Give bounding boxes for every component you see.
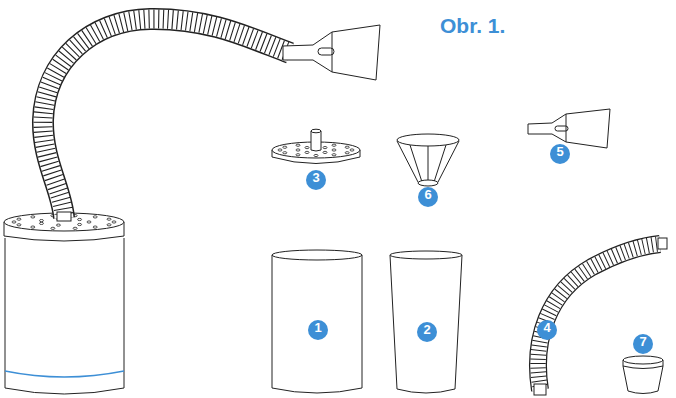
vent-hole: [93, 226, 97, 228]
basket-part: [397, 134, 459, 186]
callout-circle: [633, 334, 653, 354]
callout-number: 4: [537, 320, 557, 340]
vent-hole: [314, 154, 318, 156]
assembled-container-shape: [5, 371, 124, 377]
vent-hole: [78, 223, 82, 225]
lid-part-shape: [311, 129, 321, 133]
vent-hole: [332, 144, 336, 146]
callout-circle: [306, 170, 326, 190]
cylinder-part: [272, 250, 362, 393]
vent-hole: [51, 227, 55, 229]
vent-hole: [107, 218, 111, 220]
vent-hole: [296, 154, 300, 156]
tapered-cup-part-shape: [390, 251, 462, 259]
assembled-hose-shape: [43, 19, 290, 218]
vent-hole: [350, 149, 354, 151]
small-cup-part-shape: [623, 366, 663, 369]
callout-circle: [308, 320, 328, 340]
lid-part-shape: [311, 131, 321, 151]
callout-circle: [550, 144, 570, 164]
tapered-cup-part: [390, 251, 462, 393]
mouthpiece-part-shape: [528, 109, 610, 148]
cylinder-part-shape: [272, 255, 362, 393]
vent-hole: [31, 226, 35, 228]
vent-hole: [323, 151, 327, 153]
callout-group: [306, 144, 653, 354]
callout-circle: [537, 320, 557, 340]
tapered-cup-part-shape: [390, 255, 462, 393]
assembled-container: [4, 213, 124, 394]
assembled-hose: [43, 19, 290, 221]
vent-hole: [278, 149, 282, 151]
mouthpiece-part: [528, 109, 610, 148]
callout-number: 3: [306, 170, 326, 190]
small-cup-part-shape: [623, 360, 663, 394]
vent-hole: [31, 216, 35, 218]
callout-number: 1: [308, 320, 328, 340]
vent-hole: [107, 224, 111, 226]
assembled-mouthpiece: [283, 25, 380, 80]
callout-number: 6: [418, 187, 438, 207]
assembled-hose-shape: [57, 212, 71, 221]
vent-hole: [296, 149, 300, 151]
lid-part: [272, 129, 360, 163]
callout-number: 7: [633, 334, 653, 354]
basket-part-shape: [418, 180, 438, 186]
basket-part-shape: [397, 141, 459, 182]
vent-hole: [112, 221, 116, 223]
hose-part-shape: [534, 384, 546, 395]
assembled-hose-shape: [43, 19, 288, 214]
vent-hole: [87, 221, 91, 223]
assembled-mouthpiece-shape: [332, 32, 333, 72]
callout-number: 5: [550, 144, 570, 164]
vent-hole: [345, 152, 349, 154]
vent-hole: [332, 154, 336, 156]
hose-part-shape: [658, 238, 667, 249]
vent-hole: [93, 216, 97, 218]
callout-number: 2: [417, 322, 437, 342]
vent-hole: [296, 144, 300, 146]
vent-hole: [12, 221, 16, 223]
assembled-mouthpiece-shape: [283, 25, 380, 80]
vent-hole: [17, 224, 21, 226]
assembled-container-shape: [5, 238, 124, 394]
vent-hole: [305, 146, 309, 148]
assembled-mouthpiece-shape: [318, 48, 334, 55]
figure-title: Obr. 1.: [440, 14, 505, 38]
mouthpiece-part-shape: [555, 126, 568, 131]
cylinder-part-shape: [272, 250, 362, 260]
vent-hole: [323, 146, 327, 148]
assembled-hose-shape: [43, 19, 290, 218]
vent-hole: [73, 227, 77, 229]
mouthpiece-part-shape: [566, 114, 567, 142]
vent-hole: [78, 218, 82, 220]
callout-circle: [418, 187, 438, 207]
vent-hole: [283, 152, 287, 154]
callout-circle: [417, 322, 437, 342]
vent-hole: [39, 220, 43, 222]
assembled-container-shape: [4, 213, 124, 231]
vent-hole: [305, 151, 309, 153]
vent-hole: [39, 222, 43, 224]
hose-part: [534, 238, 667, 395]
basket-part-shape: [397, 134, 459, 146]
small-cup-part: [623, 356, 663, 394]
vent-hole: [17, 218, 21, 220]
vent-hole: [283, 146, 287, 148]
vent-hole: [332, 149, 336, 151]
vent-hole: [56, 224, 60, 226]
small-cup-part-shape: [623, 356, 663, 364]
vent-hole: [345, 146, 349, 148]
